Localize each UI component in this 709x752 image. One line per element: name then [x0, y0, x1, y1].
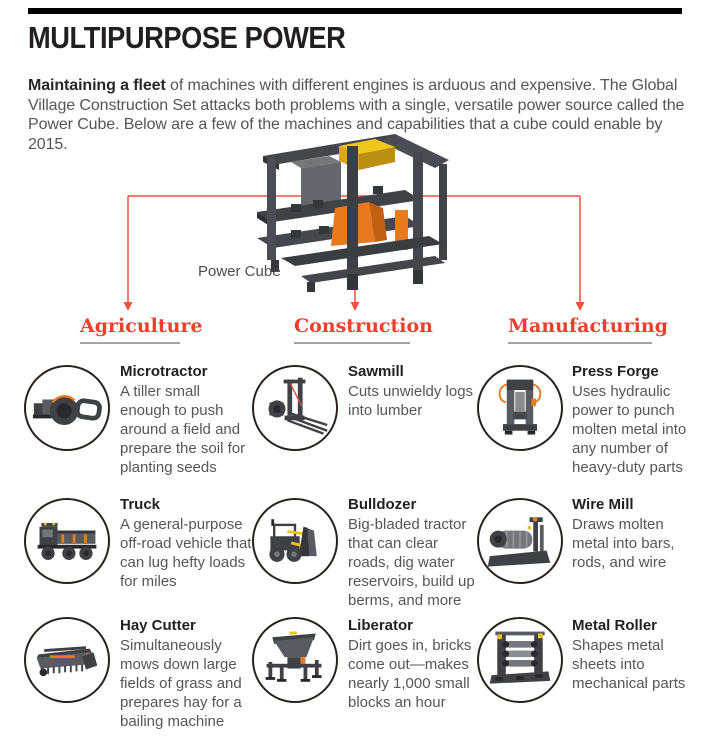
list-item: Sawmill Cuts unwieldy logs into lumber [348, 362, 480, 420]
item-circle [24, 365, 110, 451]
arrow-construction-icon [350, 302, 360, 311]
list-item: Liberator Dirt goes in, bricks come out—… [348, 616, 480, 712]
item-description: Shapes metal sheets into mechanical part… [572, 637, 686, 692]
item-description: A general-purpose off-road vehicle that … [120, 516, 252, 590]
list-item: Microtractor A tiller small enough to pu… [120, 362, 252, 477]
item-description: Cuts unwieldy logs into lumber [348, 383, 474, 419]
item-circle [24, 617, 110, 703]
item-title: Microtractor [120, 363, 208, 380]
top-rule [28, 8, 682, 14]
intro-rest: of machines with different engines is ar… [28, 77, 685, 153]
category-header-agriculture: Agriculture [80, 315, 203, 344]
category-header-manufacturing: Manufacturing [508, 315, 668, 344]
intro-paragraph: Maintaining a fleet of machines with dif… [28, 76, 704, 154]
intro-lead: Maintaining a fleet [28, 77, 166, 94]
list-item: Hay Cutter Simultaneously mows down larg… [120, 616, 252, 731]
list-item: Wire Mill Draws molten metal into bars, … [572, 495, 704, 572]
power-cube-illustration [257, 134, 449, 292]
category-header-construction: Construction [294, 315, 433, 344]
truck-illustration [37, 522, 97, 560]
list-item: Truck A general-purpose off-road vehicle… [120, 495, 252, 591]
item-circle [252, 498, 338, 584]
wire-mill-illustration [487, 516, 551, 567]
item-description: Simultaneously mows down large fields of… [120, 637, 242, 730]
item-description: Dirt goes in, bricks come out—makes near… [348, 637, 472, 711]
item-description: Uses hydraulic power to punch molten met… [572, 383, 687, 476]
arrow-manufacturing-icon [575, 302, 585, 311]
item-circle [477, 617, 563, 703]
item-title: Metal Roller [572, 617, 658, 634]
item-title: Bulldozer [348, 496, 417, 513]
item-title: Sawmill [348, 363, 404, 380]
item-circle [252, 365, 338, 451]
list-item: Press Forge Uses hydraulic power to punc… [572, 362, 704, 477]
page-title: MULTIPURPOSE POWER [28, 20, 346, 55]
bulldozer-illustration [269, 519, 317, 562]
item-title: Press Forge [572, 363, 659, 380]
item-title: Liberator [348, 617, 414, 634]
microtractor-illustration [32, 395, 102, 426]
item-circle [477, 498, 563, 584]
item-description: A tiller small enough to push around a f… [120, 383, 246, 476]
metal-roller-illustration [489, 631, 551, 684]
item-circle [24, 498, 110, 584]
item-title: Wire Mill [572, 496, 634, 513]
item-circle [252, 617, 338, 703]
list-item: Metal Roller Shapes metal sheets into me… [572, 616, 704, 693]
item-description: Draws molten metal into bars, rods, and … [572, 516, 675, 571]
arrow-agriculture-icon [123, 302, 133, 311]
item-description: Big-bladed tractor that can clear roads,… [348, 516, 475, 609]
hay-cutter-illustration [36, 646, 98, 677]
item-circle [477, 365, 563, 451]
item-title: Truck [120, 496, 161, 513]
power-cube-label: Power Cube [198, 263, 281, 280]
press-forge-illustration [498, 379, 542, 435]
list-item: Bulldozer Big-bladed tractor that can cl… [348, 495, 480, 610]
liberator-illustration [265, 631, 322, 682]
item-title: Hay Cutter [120, 617, 196, 634]
sawmill-illustration [268, 377, 328, 435]
